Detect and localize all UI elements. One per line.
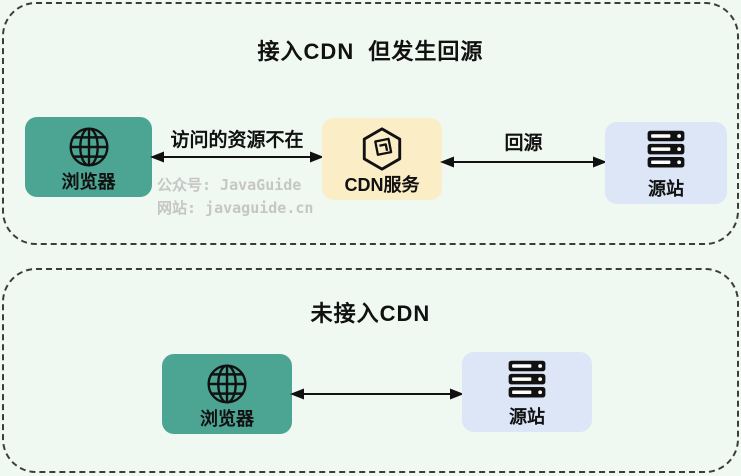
server-rack-icon [647,130,685,168]
origin-server-node: 源站 [462,352,592,432]
browser-node-label: 浏览器 [200,409,254,429]
panel-cdn-with-back-to-origin: 接入CDN 但发生回源 浏览器 访问的资源不在 [2,2,739,245]
server-rack-icon [508,360,546,398]
watermark-line1: 公众号: JavaGuide [157,176,302,194]
bottom-panel-title: 未接入CDN [310,301,431,326]
browser-node-label: 浏览器 [61,172,116,192]
watermark-line2: 网站: javaguide.cn [157,199,314,217]
globe-icon [68,127,109,167]
cdn-service-node: CDN服务 [322,118,442,200]
globe-icon [207,364,247,404]
origin-server-node: 源站 [605,122,727,204]
browser-node: 浏览器 [25,117,152,197]
arrow-cdn-origin-label: 回源 [504,133,543,154]
double-arrow-browser-origin [290,388,464,400]
browser-node: 浏览器 [162,354,292,434]
origin-server-node-label: 源站 [509,407,545,427]
double-arrow-browser-cdn [150,151,324,163]
cdn-service-node-label: CDN服务 [344,175,420,195]
origin-server-node-label: 源站 [648,179,684,199]
top-panel-title: 接入CDN 但发生回源 [257,39,484,64]
watermark: 公众号: JavaGuide 网站: javaguide.cn [157,174,313,220]
cdn-cube-hexagon-icon [362,127,402,171]
panel-no-cdn: 未接入CDN 浏览器 [2,268,739,473]
double-arrow-cdn-origin [440,156,607,168]
arrow-browser-cdn-label: 访问的资源不在 [170,130,304,151]
